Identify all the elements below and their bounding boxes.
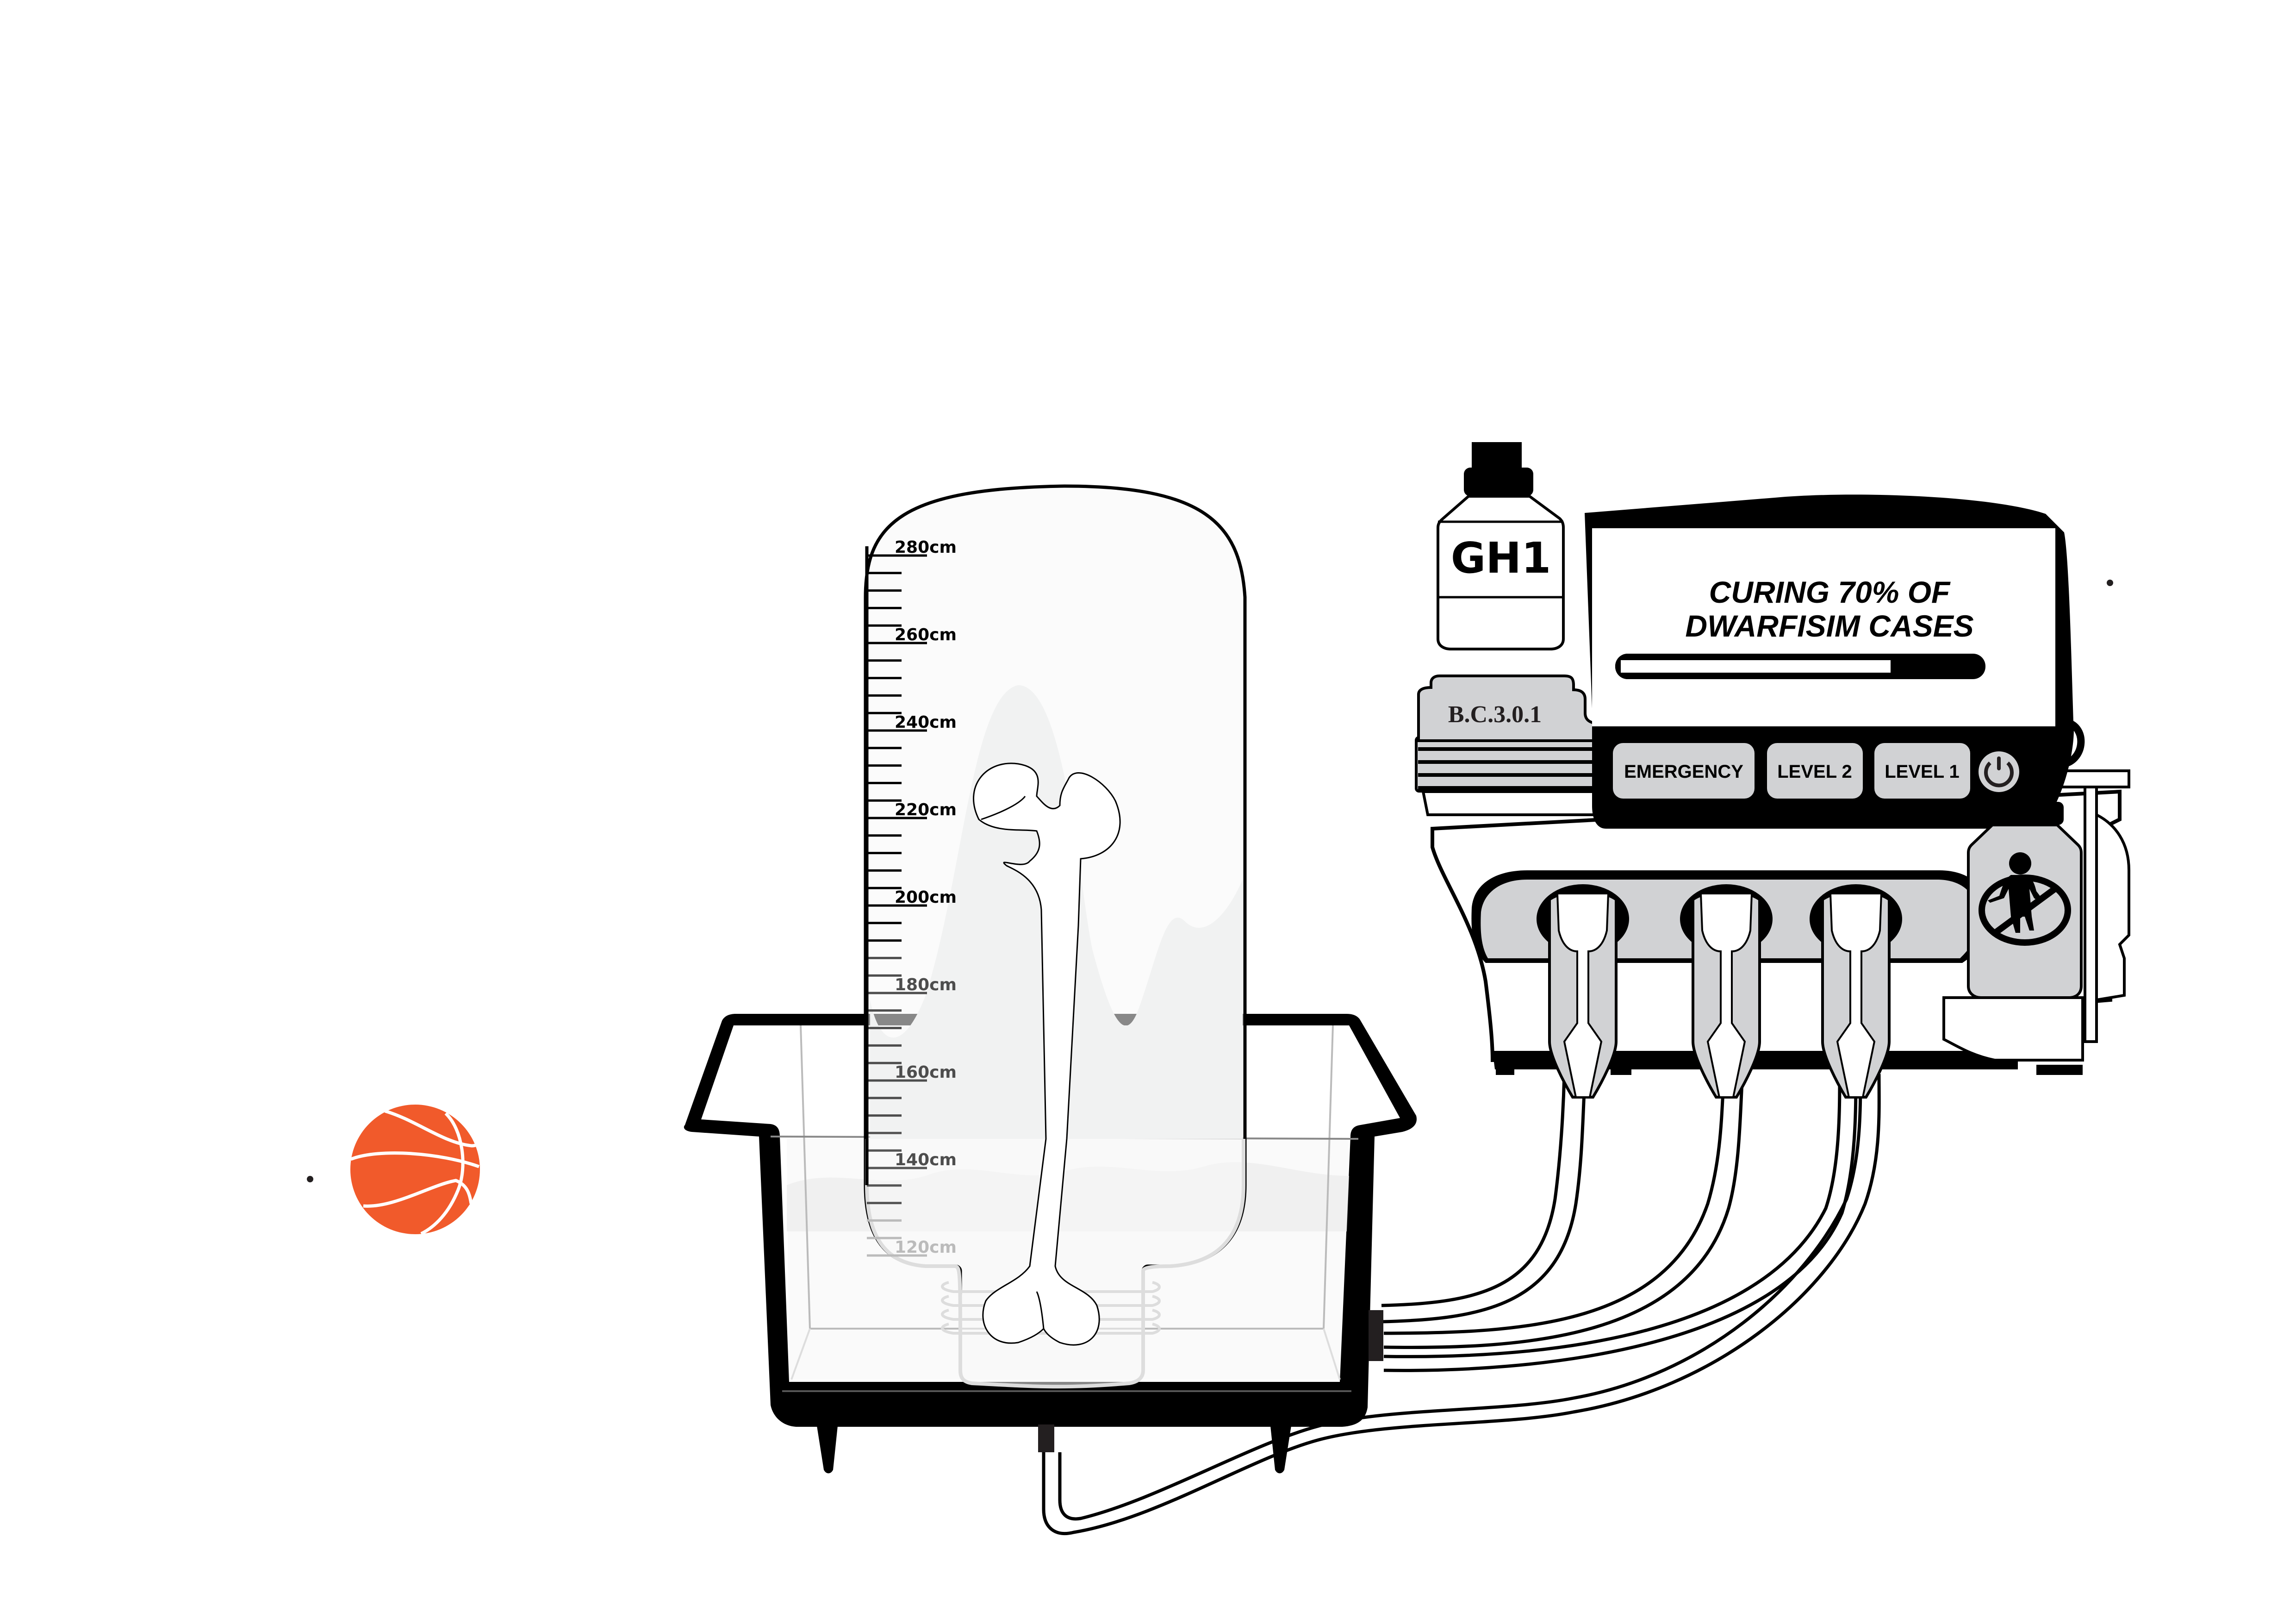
ruler-label: 160cm [895, 1063, 957, 1082]
ruler-label: 260cm [895, 625, 957, 644]
level-1-button[interactable]: LEVEL 1 [1874, 743, 1970, 799]
gh1-label: GH1 [1451, 533, 1551, 583]
progress-bar [1615, 654, 1985, 679]
power-button[interactable] [1979, 751, 2019, 792]
port-connector[interactable] [1537, 884, 1629, 1099]
drain-connector [1038, 1424, 1054, 1452]
no-baby-icon [1979, 852, 2071, 946]
level-2-button[interactable]: LEVEL 2 [1767, 743, 1863, 799]
ruler-label: 240cm [895, 713, 957, 732]
svg-text:LEVEL 2: LEVEL 2 [1777, 762, 1852, 782]
screen [1592, 528, 2055, 726]
ruler-label: 200cm [895, 888, 957, 907]
svg-text:LEVEL 1: LEVEL 1 [1885, 762, 1960, 782]
femur-bone [973, 762, 1121, 1346]
ruler-label: 280cm [895, 538, 957, 557]
progress-fill [1621, 660, 1891, 673]
bottle-base: B.C.3.0.1 [1417, 675, 1604, 742]
port-connector[interactable] [1810, 884, 1902, 1099]
svg-text:EMERGENCY: EMERGENCY [1624, 762, 1743, 782]
port-connector[interactable] [1680, 884, 1773, 1099]
control-buttons: EMERGENCY LEVEL 2 LEVEL 1 [1613, 743, 2019, 799]
ruler-label: 180cm [895, 975, 957, 994]
ports [1537, 884, 1902, 1099]
ruler-label: 140cm [895, 1150, 957, 1169]
emergency-button[interactable]: EMERGENCY [1613, 743, 1755, 799]
bottle-base-label: B.C.3.0.1 [1448, 701, 1542, 728]
basketball-icon [350, 1105, 483, 1236]
tub-side-connector [1369, 1310, 1383, 1361]
tubes [1042, 1074, 1881, 1536]
screen-line1: CURING 70% OF [1709, 575, 1951, 609]
ruler-label: 220cm [895, 800, 957, 819]
dot-right [2107, 580, 2113, 586]
screen-line2: DWARFISIM CASES [1685, 609, 1973, 643]
power-icon [1984, 756, 2014, 787]
gh1-bottle: GH1 [1437, 442, 1565, 650]
ruler-label: 120cm [895, 1238, 957, 1257]
dot-left [307, 1176, 313, 1182]
jar-ruler: 280cm 260cm 240cm 220cm 200cm 180cm 160cm 140cm… [865, 538, 957, 1257]
warning-bottle [1967, 802, 2083, 999]
